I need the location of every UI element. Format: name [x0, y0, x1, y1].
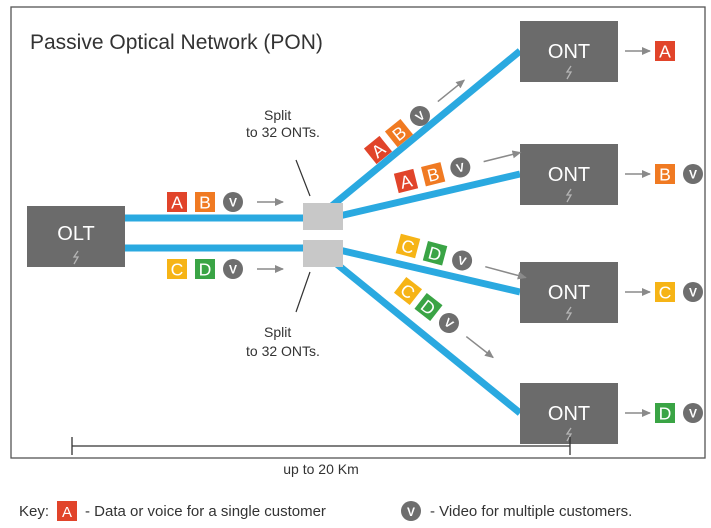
ont-box: ONT D V [520, 383, 703, 444]
ont-label: ONT [548, 41, 590, 63]
output-d-symbol: D [655, 403, 675, 424]
olt-box: OLT [27, 206, 125, 267]
ont-label: ONT [548, 164, 590, 186]
branch-c-traffic-d-symbol-text: D [426, 243, 443, 266]
branch-c-traffic-d-symbol: D [422, 240, 448, 266]
branch-a-traffic-arrow [437, 79, 466, 103]
splitter-lower [303, 240, 343, 267]
output-video-symbol-text: V [689, 167, 697, 181]
upper-feeder-traffic-v-symbol-text: V [229, 195, 237, 209]
ont-box: ONT A [520, 21, 675, 82]
ont-group: ONT A ONT B V ONT C V ONT D V [520, 21, 703, 444]
fiber-lines [125, 48, 523, 416]
branch-a-traffic-a-symbol: A [363, 135, 393, 165]
lower-feeder-traffic-d-symbol-text: D [199, 260, 212, 280]
branch-c-traffic-v-symbol-text: V [456, 253, 467, 269]
output-c-symbol: C [655, 282, 675, 303]
legend-data-symbol: A [62, 504, 72, 521]
branch-c-traffic-v-symbol: V [452, 250, 473, 271]
branch-d-traffic-d-symbol-text: D [417, 296, 439, 320]
legend-data-swatch [57, 501, 77, 521]
ont-label: ONT [548, 403, 590, 425]
branch-a-traffic: ABV [363, 79, 466, 165]
power-icon [565, 306, 573, 321]
lower-feeder-traffic-c-symbol-text: C [171, 260, 184, 280]
power-icon [565, 65, 573, 80]
legend-data-text: - Data or voice for a single customer [85, 503, 326, 520]
lower-feeder-traffic-v-symbol: V [223, 259, 243, 279]
ont-box: ONT B V [520, 144, 703, 205]
splitter-callout-upper [295, 159, 311, 197]
lower-feeder-traffic-d-symbol: D [195, 259, 215, 280]
ont-box: ONT C V [520, 262, 703, 323]
power-icon [72, 250, 80, 265]
branch-fiber-d [319, 249, 523, 416]
olt-label: OLT [57, 223, 94, 245]
distance-label: up to 20 Km [283, 461, 359, 477]
branch-b-traffic-v-symbol-text: V [455, 160, 466, 176]
output-a-symbol: A [655, 41, 675, 62]
splitter-label-upper-line1: Split [264, 107, 291, 123]
legend-video-swatch [401, 501, 421, 521]
upper-feeder-traffic-v-symbol: V [223, 192, 243, 212]
branch-c-traffic-arrow [485, 265, 527, 280]
output-c-symbol-text: C [659, 283, 672, 303]
branch-a-traffic-b-symbol: B [384, 118, 414, 148]
output-b-symbol-text: B [659, 165, 671, 185]
branch-b-traffic-v-symbol: V [450, 157, 471, 178]
upper-feeder-traffic-a-symbol: A [167, 192, 187, 213]
output-video-symbol: V [683, 164, 703, 184]
branch-fiber-a [319, 48, 523, 217]
branch-b-traffic-b-symbol-text: B [425, 164, 441, 186]
output-a-symbol-text: A [659, 42, 671, 62]
upper-feeder-traffic-b-symbol-text: B [199, 193, 211, 213]
splitter-callout-lower [295, 271, 311, 313]
branch-b-traffic-b-symbol: B [421, 162, 446, 187]
power-icon [565, 188, 573, 203]
splitter-upper [303, 203, 343, 230]
branch-fiber-b [321, 170, 521, 224]
output-video-symbol-text: V [689, 406, 697, 420]
branch-c-traffic-c-symbol: C [395, 233, 421, 259]
branch-b-traffic-a-symbol-text: A [398, 170, 414, 192]
legend: Key: A - Data or voice for a single cust… [19, 501, 632, 521]
branch-d-traffic-arrow [465, 335, 494, 359]
output-video-symbol: V [683, 403, 703, 423]
branch-c-traffic-c-symbol-text: C [399, 235, 417, 258]
ont-label: ONT [548, 282, 590, 304]
branch-d-traffic: CDV [393, 276, 494, 359]
branch-b-traffic-arrow [483, 150, 522, 163]
power-icon [565, 427, 573, 442]
splitter-label-lower-line2: to 32 ONTs. [246, 343, 320, 359]
branch-d-traffic-d-symbol: D [414, 292, 443, 322]
legend-prefix: Key: [19, 503, 49, 520]
upper-feeder-traffic-b-symbol: B [195, 192, 215, 213]
lower-feeder-traffic-c-symbol: C [167, 259, 187, 280]
branch-b-traffic-a-symbol: A [393, 168, 419, 194]
splitter-label-upper-line2: to 32 ONTs. [246, 124, 320, 140]
diagram-title: Passive Optical Network (PON) [30, 31, 323, 54]
output-b-symbol: B [655, 164, 675, 185]
output-video-symbol: V [683, 282, 703, 302]
upper-feeder-traffic-a-symbol-text: A [171, 193, 183, 213]
distance-scale: up to 20 Km [71, 437, 571, 477]
output-video-symbol-text: V [689, 285, 697, 299]
branch-d-traffic-c-symbol: C [393, 276, 423, 306]
diagram-frame [10, 6, 706, 459]
output-d-symbol-text: D [659, 404, 672, 424]
splitter-label-lower-line1: Split [264, 324, 291, 340]
lower-feeder-traffic-v-symbol-text: V [229, 262, 237, 276]
branch-a-traffic-v-symbol: V [409, 106, 430, 127]
branch-d-traffic-v-symbol: V [438, 313, 459, 334]
legend-video-symbol: V [407, 505, 415, 519]
legend-video-text: - Video for multiple customers. [430, 503, 632, 520]
branch-fiber-c [321, 242, 521, 296]
